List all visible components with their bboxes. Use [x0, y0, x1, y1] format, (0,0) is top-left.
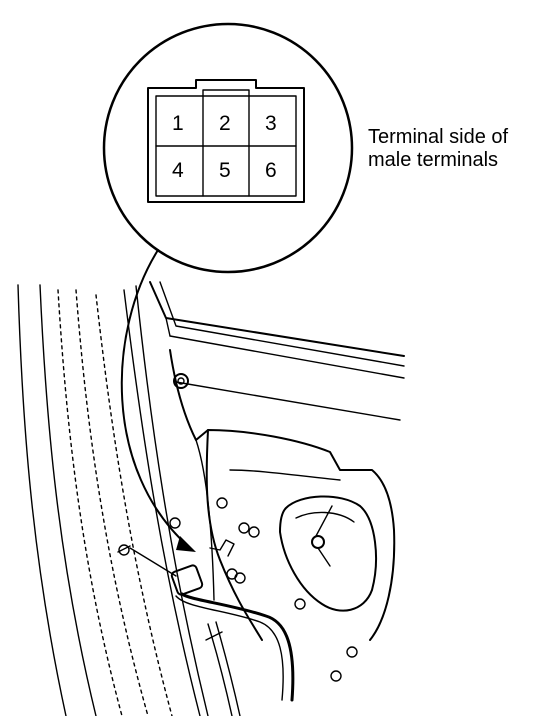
pin-1-label: 1 [172, 112, 184, 135]
connector-housing [147, 79, 305, 203]
pin-3-label: 3 [265, 112, 277, 135]
door-outer-panel [17, 284, 209, 716]
pin-5-label: 5 [219, 159, 231, 182]
mounting-holes [169, 497, 358, 682]
harness-connector [117, 539, 295, 702]
terminal-side-callout: Terminal side of male terminals [368, 126, 558, 172]
inner-door-panel [169, 349, 401, 641]
lock-rod [205, 621, 241, 716]
pin-6-label: 6 [265, 159, 277, 182]
door-frame [149, 281, 405, 379]
leader-arrow [120, 249, 196, 552]
pin-2-label: 2 [219, 112, 231, 135]
magnifier-circle [102, 22, 354, 274]
pin-4-label: 4 [172, 159, 184, 182]
access-hole [279, 495, 377, 612]
callout-line-2: male terminals [368, 149, 499, 171]
callout-line-1: Terminal side of [368, 126, 509, 148]
